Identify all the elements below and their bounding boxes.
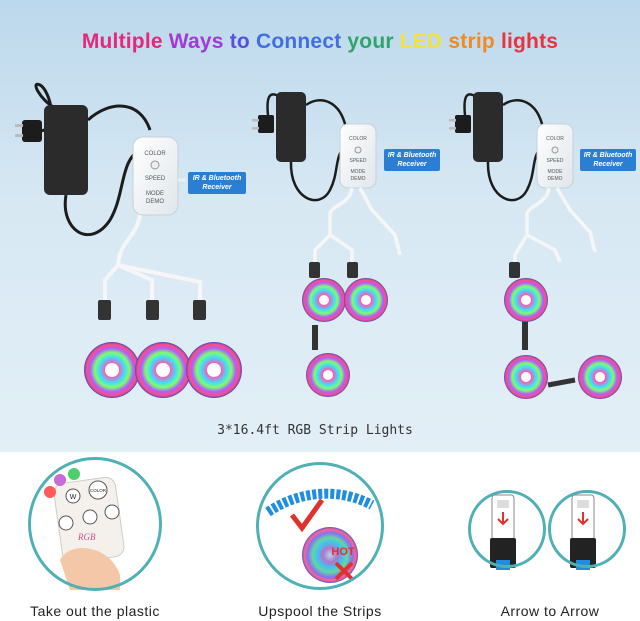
step-caption: Upspool the Strips bbox=[258, 603, 382, 619]
step-circle-connector-right bbox=[548, 490, 626, 568]
led-strip-reel bbox=[504, 355, 548, 399]
title-word: strip bbox=[442, 30, 495, 53]
step-caption: Arrow to Arrow bbox=[500, 603, 600, 619]
page-title: Multiple Ways to Connect your LED strip … bbox=[0, 30, 640, 54]
controller-speed-label: SPEED bbox=[350, 158, 367, 164]
strip-lights-caption: 3*16.4ft RGB Strip Lights bbox=[217, 423, 413, 438]
power-plug-icon bbox=[15, 120, 42, 142]
controller-box: COLOR SPEED MODE DEMO bbox=[536, 123, 574, 189]
step-circle-strips bbox=[256, 462, 384, 590]
led-strip-reel bbox=[578, 355, 622, 399]
led-strip-reel bbox=[186, 342, 242, 398]
controller-speed-label: SPEED bbox=[145, 176, 166, 182]
controller-demo-label: DEMO bbox=[548, 176, 563, 182]
power-adapter bbox=[473, 92, 503, 162]
setup-one: COLOR SPEED MODE DEMO bbox=[15, 82, 242, 398]
led-strip-reel bbox=[306, 353, 350, 397]
controller-color-label: COLOR bbox=[349, 136, 367, 142]
led-strip-reel bbox=[504, 278, 548, 322]
power-adapter bbox=[276, 92, 306, 162]
led-strip-reel bbox=[344, 278, 388, 322]
receiver-badge: IR & Bluetooth Receiver bbox=[580, 149, 636, 171]
controller-box: COLOR SPEED MODE DEMO bbox=[132, 136, 179, 216]
controller-demo-label: DEMO bbox=[146, 199, 164, 205]
controller-color-label: COLOR bbox=[144, 151, 166, 157]
title-word: LED bbox=[393, 30, 443, 53]
controller-speed-label: SPEED bbox=[547, 158, 564, 164]
power-plug-icon bbox=[252, 115, 274, 133]
setup-two: COLOR SPEED MODE DEMO bbox=[252, 92, 402, 397]
receiver-badge: IR & Bluetooth Receiver bbox=[384, 149, 440, 171]
led-strip-reel bbox=[302, 278, 346, 322]
led-strip-reel bbox=[84, 342, 140, 398]
led-strip-reel bbox=[135, 342, 191, 398]
controller-box: COLOR SPEED MODE DEMO bbox=[339, 123, 377, 189]
step-circle-remote bbox=[28, 457, 162, 591]
title-word: Connect bbox=[249, 30, 342, 53]
controller-mode-label: MODE bbox=[146, 191, 164, 197]
step-caption: Take out the plastic bbox=[30, 603, 160, 619]
controller-color-label: COLOR bbox=[546, 136, 564, 142]
power-adapter bbox=[44, 105, 88, 195]
title-word: your bbox=[341, 30, 394, 53]
setup-three: COLOR SPEED MODE DEMO bbox=[449, 92, 622, 399]
title-word: lights bbox=[494, 30, 559, 53]
receiver-badge: IR & Bluetooth Receiver bbox=[188, 172, 246, 194]
power-plug-icon bbox=[449, 115, 471, 133]
title-word: Multiple bbox=[81, 30, 163, 53]
controller-demo-label: DEMO bbox=[351, 176, 366, 182]
title-word: to bbox=[223, 30, 250, 53]
controller-mode-label: MODE bbox=[351, 169, 367, 175]
title-word: Ways bbox=[162, 30, 224, 53]
step-circle-connector-left bbox=[468, 490, 546, 568]
controller-mode-label: MODE bbox=[548, 169, 564, 175]
